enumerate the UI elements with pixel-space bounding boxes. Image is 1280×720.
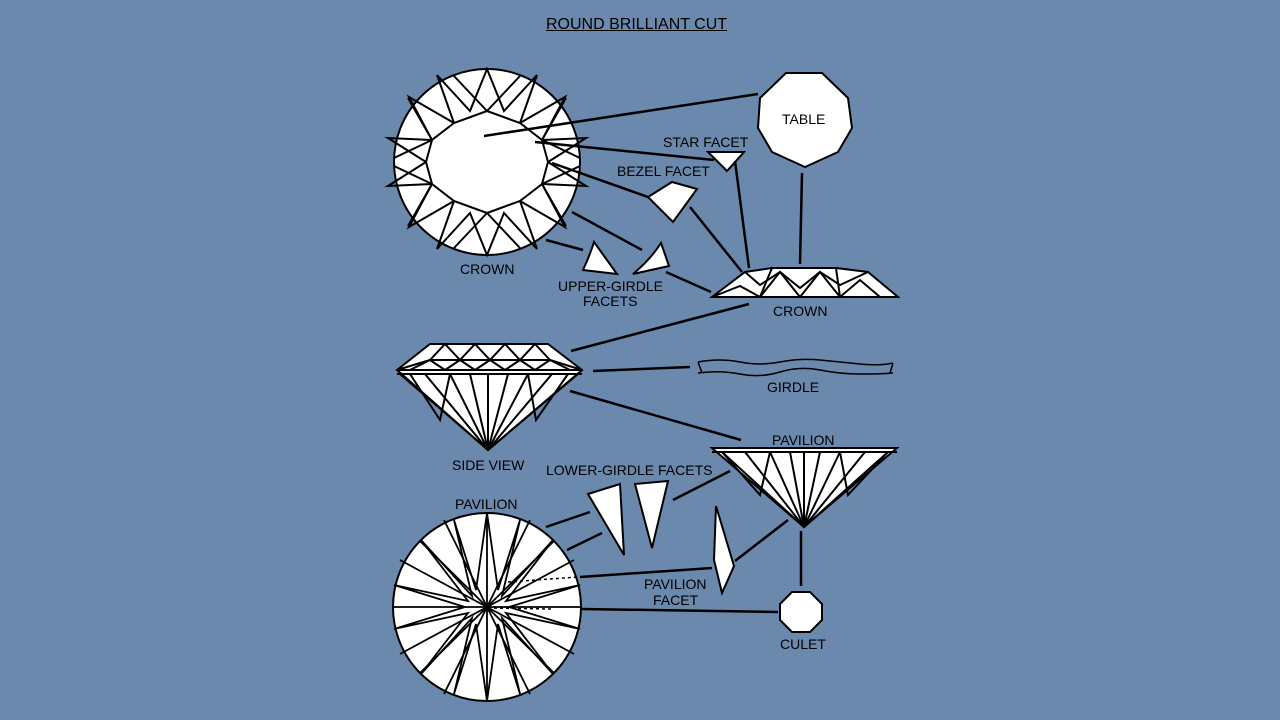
- label-star-facet: STAR FACET: [663, 134, 749, 150]
- lower-girdle-facet-2: [633, 479, 670, 549]
- pavilion-side-profile: [709, 447, 900, 529]
- label-pavilion-side: PAVILION: [772, 432, 835, 448]
- label-culet: CULET: [780, 636, 826, 652]
- leader-lines: [483, 92, 804, 614]
- label-girdle: GIRDLE: [767, 379, 820, 395]
- label-pavilion-bottom: PAVILION: [455, 496, 518, 512]
- label-bezel-facet: BEZEL FACET: [617, 163, 710, 179]
- label-crown-side: CROWN: [773, 303, 828, 319]
- label-upper-girdle-2: FACETS: [583, 293, 638, 309]
- star-facet-shape: [705, 151, 747, 173]
- lower-girdle-facet-1: [586, 482, 625, 556]
- upper-girdle-facet-2: [632, 240, 671, 275]
- label-table: TABLE: [782, 111, 826, 127]
- label-lower-girdle: LOWER-GIRDLE FACETS: [546, 462, 713, 478]
- side-view-diamond: [395, 342, 584, 452]
- culet-shape: [779, 591, 823, 633]
- bezel-facet-shape: [646, 180, 699, 224]
- label-crown-top: CROWN: [460, 261, 515, 277]
- table-facet-shape: [756, 72, 854, 169]
- crown-top-view: [384, 66, 590, 258]
- pavilion-facet-shape: [712, 505, 736, 597]
- label-pavilion-facet-1: PAVILION: [644, 576, 707, 592]
- label-upper-girdle-1: UPPER-GIRDLE: [558, 278, 664, 294]
- girdle-band: [697, 358, 894, 377]
- page-title: ROUND BRILLIANT CUT: [546, 16, 728, 33]
- pavilion-bottom-view: [392, 512, 582, 702]
- label-pavilion-facet-2: FACET: [653, 592, 699, 608]
- crown-side-profile: [709, 267, 901, 299]
- upper-girdle-facet-1: [581, 239, 620, 276]
- label-side-view: SIDE VIEW: [452, 457, 525, 473]
